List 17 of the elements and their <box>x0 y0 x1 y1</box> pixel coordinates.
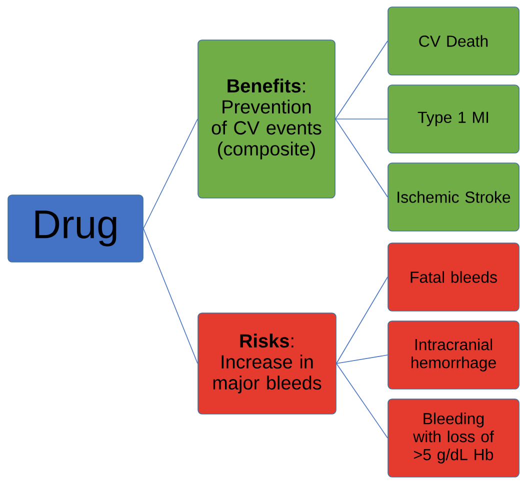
drug-box: Drug <box>8 194 144 262</box>
outcome-box: Bleeding with loss of >5 g/dL Hb <box>388 398 520 478</box>
connector-line <box>143 228 198 364</box>
risk-box: Risks: Increase in major bleeds <box>198 312 336 414</box>
connector-line <box>336 354 388 364</box>
outcome-box: Intracranial hemorrhage <box>388 320 520 390</box>
connector-line <box>336 276 388 364</box>
outcome-box: Type 1 MI <box>388 84 520 154</box>
connector-line <box>335 118 388 198</box>
outcome-box: Ischemic Stroke <box>388 162 520 232</box>
connector-line <box>335 118 388 120</box>
connector-line <box>335 40 388 120</box>
benefit-box: Benefits: Prevention of CV events (composite) <box>198 40 336 198</box>
outcome-box: Fatal bleeds <box>388 242 520 312</box>
outcome-box: CV Death <box>388 6 520 76</box>
connector-line <box>143 118 198 229</box>
connector-line <box>336 363 388 438</box>
